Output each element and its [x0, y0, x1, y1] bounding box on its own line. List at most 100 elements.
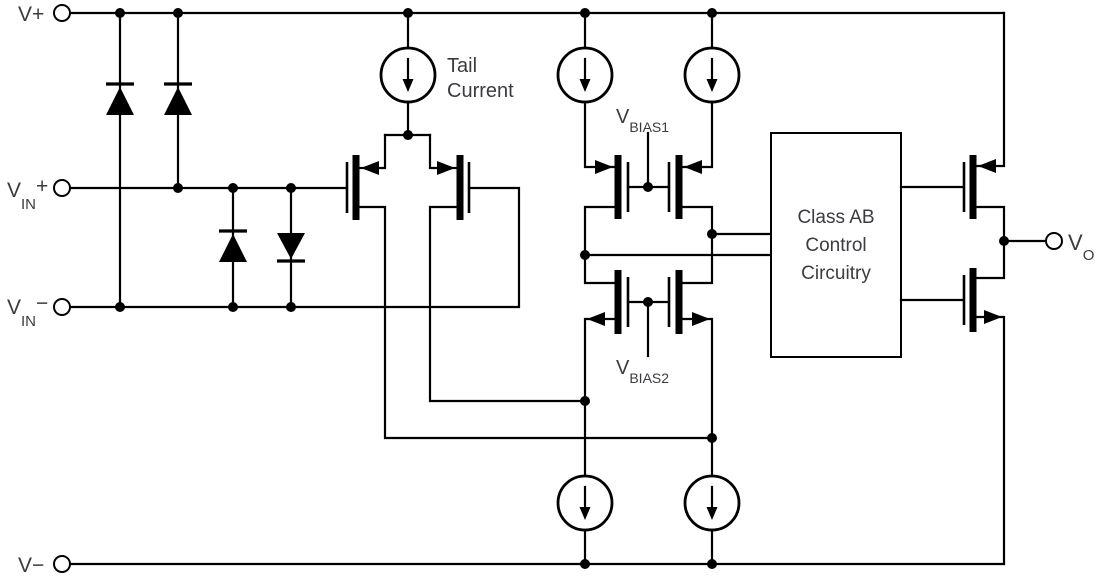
tail-current-label-line1: Tail [447, 55, 477, 77]
diff-pair-right-pmos [428, 133, 587, 403]
junction-dot [580, 8, 590, 18]
vin-plus-terminal [53, 179, 71, 197]
junction-dot [707, 229, 717, 239]
vin-plus-label: VIN+ [7, 175, 48, 213]
diode-d4-antiparallel-down [277, 186, 305, 309]
output-nmos-drain-wire [975, 239, 1006, 280]
diff-right-source-wire [428, 133, 458, 170]
cs-topright-arrowhead [706, 79, 718, 92]
cascode-nmos-right-source-wire [681, 317, 714, 478]
diode-d3-antiparallel-up [219, 186, 247, 309]
diff-left-source-arrow [361, 161, 379, 175]
vbias2-label-base: V [616, 357, 630, 379]
vbias2-gate-net [626, 300, 670, 358]
vbias2-label-sub: BIAS2 [629, 370, 669, 386]
diff-pair-left-pmos [345, 133, 714, 440]
class-ab-box-label-line3: Circuitry [801, 263, 871, 284]
junction-dot [643, 182, 653, 192]
vin-minus-label-sign: − [36, 292, 48, 315]
vbias1-label-base: V [616, 106, 630, 128]
vplus-terminal [53, 4, 71, 22]
vin-minus-label-base: V [7, 296, 21, 319]
diff-right-drain-wire [428, 205, 587, 403]
cascode-nmos-left-source-wire [583, 317, 616, 478]
diff-left-source-wire [358, 133, 387, 170]
cascode-nmos-right [667, 270, 714, 478]
junction-dot [580, 396, 590, 406]
junction-dot [173, 183, 183, 193]
junction-dot [286, 302, 296, 312]
output-nmos-source-wire [975, 315, 1006, 566]
vin-minus-label: VIN− [7, 292, 48, 330]
input-protection-diodes [106, 11, 305, 309]
cascode-pmos-right-source-wire [681, 100, 714, 169]
cascode-pmos-left-source-wire [583, 100, 616, 169]
cascode-nmos-left [583, 270, 630, 478]
top-right-current-source [683, 11, 741, 104]
diff-right-source-arrow [437, 161, 455, 175]
vbias2-label: VBIAS2 [616, 357, 669, 386]
output-nmos-source-arrow [984, 310, 1002, 324]
class-ab-box-label-line1: Class AB [797, 207, 874, 228]
junction-dot [115, 8, 125, 18]
cascode-nmos-left-source-arrow [587, 312, 605, 326]
top-left-current-source [556, 11, 614, 104]
cs-topleft-arrowhead [579, 79, 591, 92]
cascode-pmos-right [667, 100, 714, 219]
tail-current-source [379, 11, 437, 137]
vminus-terminal [53, 555, 71, 573]
junction-dot [403, 130, 413, 140]
junction-dot [707, 559, 717, 569]
cascode-nmos-right-source-arrow [692, 312, 710, 326]
left-branch-drain-wire [583, 205, 616, 285]
vin-minus-terminal [53, 298, 71, 316]
diode-d2-symbol [164, 87, 192, 115]
diode-d4-symbol [277, 233, 305, 259]
output-pmos-source-wire [975, 11, 1006, 168]
vminus-label: V− [18, 554, 44, 577]
cascode-pmos-right-source-arrow [684, 160, 702, 174]
vbias1-label: VBIAS1 [616, 106, 669, 135]
junction-dot [707, 433, 717, 443]
diode-d1-vinminus-to-vplus [106, 11, 134, 309]
output-nmos [899, 239, 1006, 566]
junction-dot [286, 183, 296, 193]
diff-left-drain-wire [358, 205, 714, 440]
right-branch-drain-wire [681, 205, 714, 285]
diode-d1-symbol [106, 87, 134, 115]
class-ab-control-box: Class AB Control Circuitry [770, 132, 902, 358]
diode-d2-vinplus-to-vplus [164, 11, 192, 190]
junction-dot [228, 183, 238, 193]
junction-dot [115, 302, 125, 312]
cascode-pmos-left-source-arrow [595, 160, 613, 174]
junction-dot [228, 302, 238, 312]
output-pmos-source-arrow [978, 159, 996, 173]
junction-dot [580, 250, 590, 260]
vout-terminal [1045, 232, 1063, 250]
junction-dots [115, 8, 1009, 569]
junction-dot [173, 8, 183, 18]
vbias1-gate-net [626, 131, 670, 189]
vin-minus-label-sub: IN [21, 313, 36, 330]
bottom-left-current-source [556, 474, 614, 566]
vin-plus-label-sub: IN [21, 196, 36, 213]
class-ab-box-label-line2: Control [805, 235, 866, 256]
vout-label-base: V [1068, 230, 1083, 255]
vin-plus-label-sign: + [36, 175, 48, 198]
tail-cs-arrowhead [402, 79, 414, 92]
vbias1-label-sub: BIAS1 [629, 119, 669, 135]
junction-dot [403, 8, 413, 18]
diode-d3-symbol [219, 234, 247, 262]
vout-label-sub: O [1083, 247, 1095, 264]
junction-dot [580, 559, 590, 569]
bottom-right-current-source [683, 474, 741, 566]
output-pmos [899, 11, 1006, 243]
junction-dot [707, 8, 717, 18]
vout-label: VO [1068, 230, 1094, 264]
class-ab-box-outline [770, 132, 902, 358]
junction-dot [999, 236, 1009, 246]
junction-dot [643, 297, 653, 307]
vin-plus-label-base: V [7, 179, 21, 202]
